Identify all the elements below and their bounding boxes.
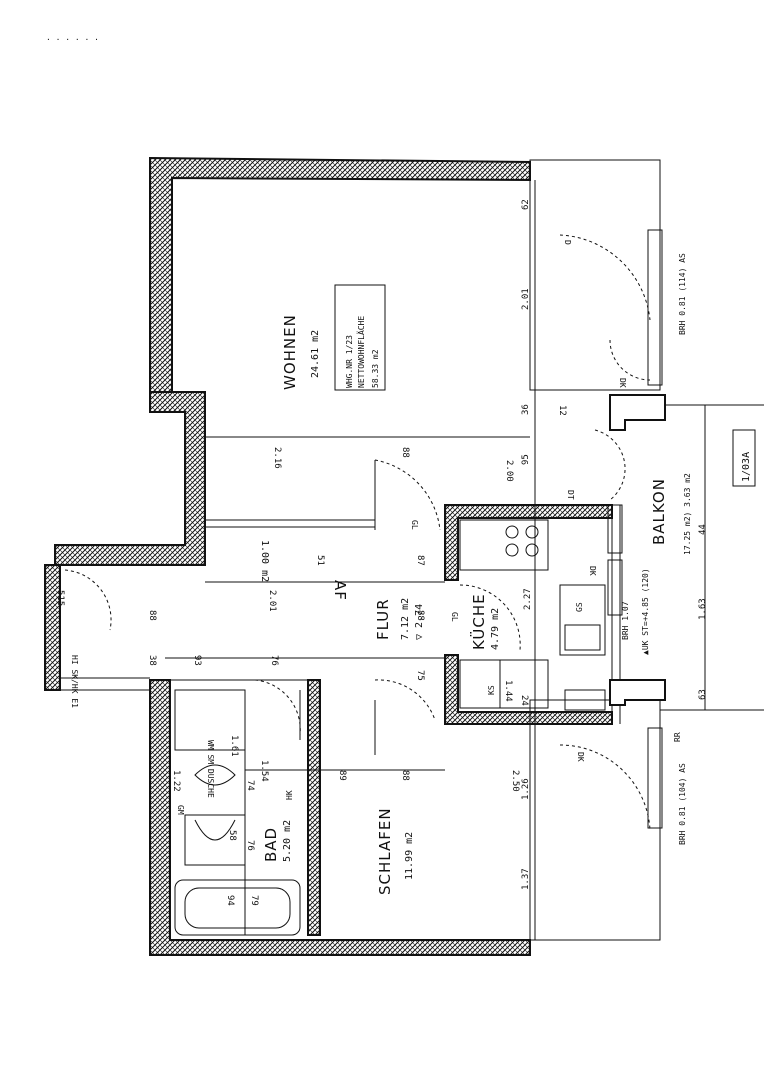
info-line3: 58.33 m2 bbox=[371, 349, 380, 388]
dim-24: 24 bbox=[519, 695, 529, 706]
header-text: . . . . . . bbox=[46, 33, 99, 42]
window-labels: BRH 0.81 (114) AS BRH 0.81 (104) AS BRH … bbox=[621, 253, 687, 845]
dusche-label: WM SM DUSCHE bbox=[206, 740, 215, 798]
dim-76b: 76 bbox=[269, 655, 279, 666]
dim-163: 1.63 bbox=[698, 598, 708, 620]
info-line1: WHG.NR 1/23 bbox=[345, 335, 354, 388]
gl-label-2: GL bbox=[450, 612, 459, 622]
dimension-lines bbox=[165, 180, 706, 940]
room-name-kueche: KÜCHE bbox=[469, 593, 488, 650]
dim-88: 88 bbox=[400, 447, 410, 458]
dim-137: 1.37 bbox=[521, 868, 531, 890]
dim-74: 74 bbox=[245, 780, 255, 791]
dim-75: 75 bbox=[415, 670, 425, 681]
dim-122: 1.22 bbox=[171, 770, 181, 792]
dim-154: 1.54 bbox=[259, 760, 269, 782]
room-area-schlafen: 11.99 m2 bbox=[404, 832, 415, 880]
ks-label: KS bbox=[487, 685, 496, 695]
room-name-bad: BAD bbox=[262, 827, 280, 862]
dim-44: 44 bbox=[698, 524, 708, 535]
room-area-flur: 7.12 m2 bbox=[400, 598, 411, 640]
room-height-flur: ▽ 2.74 bbox=[414, 604, 425, 640]
dim-63: 63 bbox=[698, 689, 708, 700]
d-label: D bbox=[563, 240, 572, 245]
dim-200: 2.00 bbox=[504, 460, 514, 482]
dim-95: 95 bbox=[521, 454, 531, 465]
room-area-wohnen: 24.61 m2 bbox=[310, 330, 321, 378]
bathroom-fixtures bbox=[174, 689, 301, 936]
dim-79: 79 bbox=[249, 895, 259, 906]
room-name-schlafen: SCHLAFEN bbox=[376, 807, 394, 895]
doors bbox=[64, 234, 651, 831]
misc-labels: HK WM SM DUSCHE GM KS GS GL GL DT DK DK … bbox=[70, 240, 682, 815]
dim-201: 2.01 bbox=[521, 288, 531, 310]
hsk-label: HI SK/HK E1 bbox=[70, 655, 79, 708]
dt-label: DT bbox=[566, 490, 575, 500]
room-labels: WOHNEN 24.61 m2 FLUR 7.12 m2 ▽ 2.74 KÜCH… bbox=[259, 314, 692, 895]
dim-515: 515 bbox=[55, 590, 65, 606]
dim-227: 2.27 bbox=[523, 588, 533, 610]
dim-201b: 2.01 bbox=[267, 590, 277, 612]
dim-12: 12 bbox=[557, 405, 567, 416]
dim-88d: 88 bbox=[147, 610, 157, 621]
dk-label-2: DK bbox=[576, 752, 585, 762]
unit-label: 1/03A bbox=[741, 452, 752, 482]
dim-88b: 88 bbox=[415, 610, 425, 621]
dim-144: 1.44 bbox=[503, 680, 513, 702]
hk-label: HK bbox=[285, 790, 294, 800]
gm-label: GM bbox=[176, 805, 185, 815]
dimension-labels: 2.01 62 95 2.00 88 2.16 51 2.01 87 88 75… bbox=[55, 199, 708, 906]
room-name-balkon: BALKON bbox=[650, 478, 668, 545]
dim-76: 76 bbox=[245, 840, 255, 851]
dim-94: 94 bbox=[225, 895, 235, 906]
inner-walls bbox=[60, 159, 764, 941]
room-area-balkon: 17.25 m2) 3.63 m2 bbox=[683, 473, 692, 555]
dim-216: 2.16 bbox=[272, 447, 282, 469]
dim-161: 1.61 bbox=[229, 735, 239, 757]
dim-58: 58 bbox=[227, 830, 237, 841]
unit-label-box: 1/03A bbox=[732, 429, 756, 487]
dk-label-1: DK bbox=[618, 378, 627, 388]
gs-label: GS bbox=[575, 602, 584, 612]
window-label-top: BRH 0.81 (114) AS bbox=[678, 253, 687, 335]
room-name-wohnen: WOHNEN bbox=[281, 314, 299, 390]
window-label-kitchen: BRH 1.07 bbox=[621, 601, 630, 640]
dim-87: 87 bbox=[415, 555, 425, 566]
dim-62: 62 bbox=[521, 199, 531, 210]
info-box: WHG.NR 1/23 NETTOWOHNFLÄCHE 58.33 m2 bbox=[334, 284, 386, 391]
dim-88c: 88 bbox=[400, 770, 410, 781]
dim-126: 1.26 bbox=[521, 778, 531, 800]
dim-51: 51 bbox=[315, 555, 325, 566]
info-line2: NETTOWOHNFLÄCHE bbox=[356, 316, 366, 388]
dim-89: 89 bbox=[337, 770, 347, 781]
dim-38: 38 bbox=[147, 655, 157, 666]
room-name-flur: FLUR bbox=[374, 598, 392, 640]
kitchen-fixtures bbox=[459, 519, 606, 711]
window-label-kitchen-uk: ▲UK ST=+4.85 (120) bbox=[641, 568, 650, 655]
room-area-bad: 5.20 m2 bbox=[282, 820, 293, 862]
dim-36: 36 bbox=[521, 404, 531, 415]
dim-93: 93 bbox=[192, 655, 202, 666]
rr-label: RR bbox=[673, 732, 682, 742]
room-name-af: AF bbox=[331, 580, 349, 601]
dim-250: 2.50 bbox=[510, 770, 520, 792]
dk-label-3: DK bbox=[588, 566, 597, 576]
window-label-bottom: BRH 0.81 (104) AS bbox=[678, 763, 687, 845]
room-area-af: 1.00 m2 bbox=[259, 540, 270, 582]
room-area-kueche: 4.79 m2 bbox=[490, 608, 501, 650]
outer-walls bbox=[44, 156, 613, 956]
gl-label-1: GL bbox=[410, 520, 419, 530]
